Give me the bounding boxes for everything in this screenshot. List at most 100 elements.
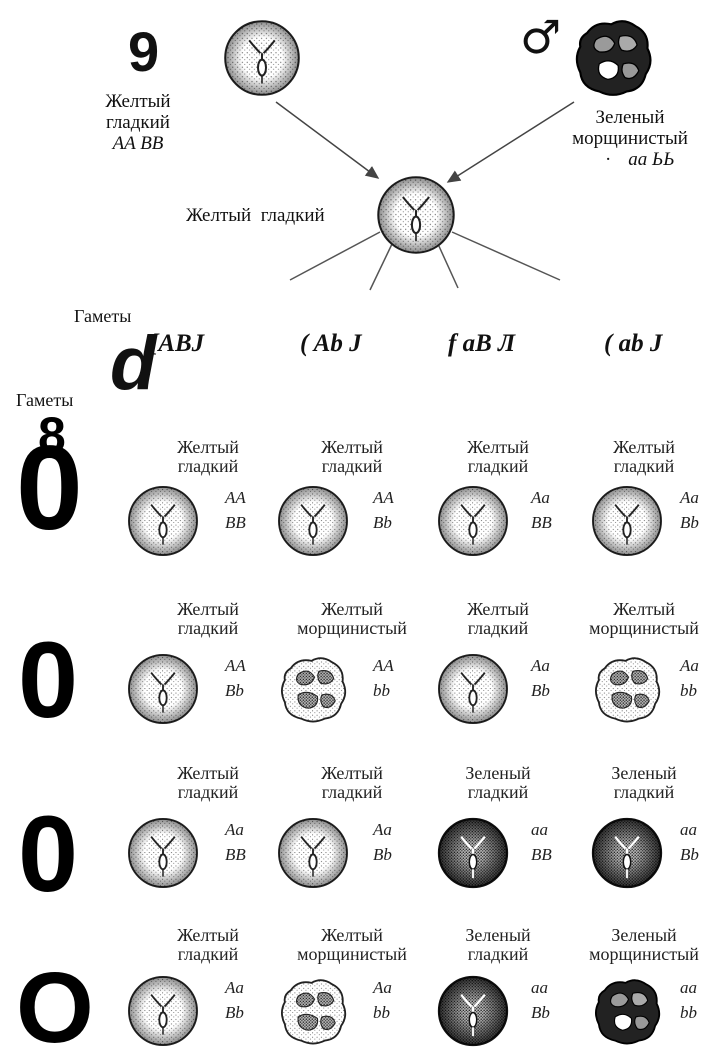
genotype-b-locus: Bb xyxy=(680,844,699,864)
cell-genotype: AA bb xyxy=(373,654,394,703)
genotype-b-locus: Bb xyxy=(373,512,392,532)
cell-shape-label: морщинистый xyxy=(297,618,407,639)
cell-genotype: AA BB xyxy=(225,486,246,535)
genotype-b-locus: bb xyxy=(373,680,390,700)
genotype-a-locus: AA xyxy=(373,656,394,675)
male-color-label: Зеленый xyxy=(595,107,665,128)
male-label: Зеленый морщинистый · aa ЬЬ xyxy=(550,107,710,171)
cell-color-label: Желтый xyxy=(177,599,239,619)
stray-dot: · xyxy=(605,148,611,170)
cell-shape-label: гладкий xyxy=(613,456,675,477)
pea-yellow-smooth xyxy=(126,652,200,726)
genotype-b-locus: Bb xyxy=(531,1002,550,1022)
pea-green-smooth xyxy=(436,974,510,1048)
genotype-b-locus: BB xyxy=(531,844,552,864)
genotype-a-locus: Aa xyxy=(225,820,244,839)
cell-color-label: Желтый xyxy=(321,599,383,619)
cell-shape-label: гладкий xyxy=(177,456,239,477)
genotype-a-locus: Aa xyxy=(225,978,244,997)
genotype-b-locus: Bb xyxy=(373,844,392,864)
f1-line-2 xyxy=(369,243,393,291)
male-genotype-text: aa ЬЬ xyxy=(628,148,675,170)
pea-green-smooth xyxy=(590,816,664,890)
cell-shape-label: гладкий xyxy=(467,944,529,965)
cell-color-label: Желтый xyxy=(613,437,675,457)
f1-label: Желтый гладкий xyxy=(186,205,325,226)
genotype-a-locus: Aa xyxy=(680,656,699,675)
cell-color-label: Желтый xyxy=(177,763,239,783)
male-shape-label: морщинистый xyxy=(572,127,688,149)
arrow-from-male xyxy=(446,101,575,183)
cell-color-label: Желтый xyxy=(613,599,675,619)
cell-color-label: Желтый xyxy=(177,437,239,457)
arrow-from-female xyxy=(275,101,380,179)
pea-yellow-wrinkled xyxy=(276,974,350,1048)
genotype-a-locus: Aa xyxy=(373,978,392,997)
genotype-b-locus: Bb xyxy=(680,512,699,532)
cell-color-label: Зеленый xyxy=(611,763,677,783)
genotype-b-locus: Bb xyxy=(531,680,550,700)
pea-yellow-wrinkled xyxy=(276,652,350,726)
genotype-b-locus: BB xyxy=(225,512,246,532)
cell-shape-label: гладкий xyxy=(177,944,239,965)
genotype-a-locus: aa xyxy=(680,820,697,839)
pea-green-smooth xyxy=(436,816,510,890)
male-genotype: · aa ЬЬ xyxy=(550,148,710,171)
genotype-b-locus: bb xyxy=(373,1002,390,1022)
row-mark-1-extra: 8 xyxy=(38,407,66,463)
cell-color-label: Желтый xyxy=(467,437,529,457)
genotype-b-locus: bb xyxy=(680,1002,697,1022)
pea-yellow-wrinkled xyxy=(590,652,664,726)
row-mark-3: 0 xyxy=(18,793,79,914)
pea-yellow-smooth xyxy=(276,816,350,890)
cell-genotype: Aa bb xyxy=(373,976,392,1025)
female-sign: 9 xyxy=(128,20,160,83)
genotype-b-locus: BB xyxy=(531,512,552,532)
cell-shape-label: гладкий xyxy=(321,456,383,477)
cell-shape-label: гладкий xyxy=(467,456,529,477)
cell-shape-label: гладкий xyxy=(177,782,239,803)
row-mark-2: 0 xyxy=(18,619,79,740)
f1-line-3 xyxy=(437,243,459,289)
row-mark-1: 0 xyxy=(16,421,83,555)
female-genotype: AA BB xyxy=(112,132,164,154)
pea-yellow-smooth xyxy=(276,484,350,558)
genotype-a-locus: Aa xyxy=(373,820,392,839)
female-color-label: Желтый xyxy=(105,91,171,112)
cell-color-label: Зеленый xyxy=(611,925,677,945)
pea-yellow-smooth xyxy=(126,974,200,1048)
cell-color-label: Желтый xyxy=(321,437,383,457)
genotype-b-locus: BB xyxy=(225,844,246,864)
genotype-a-locus: Aa xyxy=(680,488,699,507)
gamete-1: [ABJ xyxy=(150,330,205,357)
gametes-left-label: Гаметы xyxy=(16,390,74,410)
cell-shape-label: гладкий xyxy=(613,782,675,803)
cell-shape-label: морщинистый xyxy=(297,944,407,965)
genotype-a-locus: AA xyxy=(225,488,246,507)
f1-line-1 xyxy=(289,231,381,281)
cell-color-label: Желтый xyxy=(177,925,239,945)
cell-shape-label: морщинистый xyxy=(589,944,699,965)
genotype-b-locus: Bb xyxy=(225,1002,244,1022)
cell-color-label: Желтый xyxy=(467,599,529,619)
